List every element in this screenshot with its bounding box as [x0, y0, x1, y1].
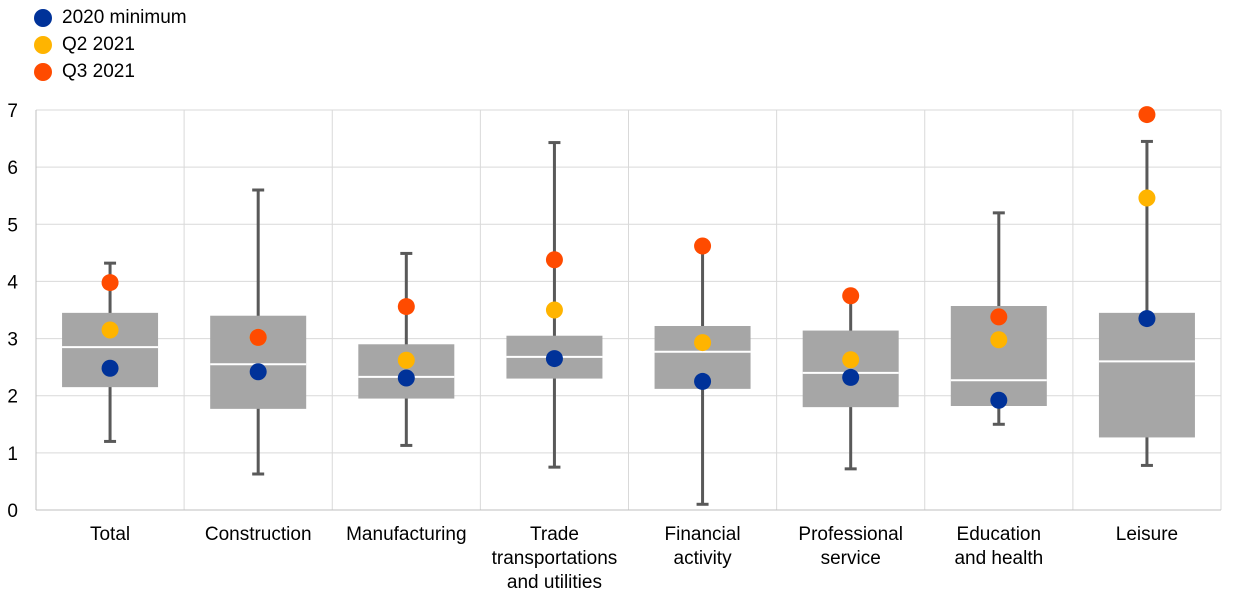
x-tick-label: Construction [205, 524, 312, 545]
x-tick-label: Education [957, 524, 1042, 545]
box [1098, 312, 1195, 438]
x-tick-label: Total [90, 524, 130, 545]
y-tick-label: 3 [7, 330, 18, 351]
x-tick-label: and health [954, 548, 1043, 569]
y-tick-label: 7 [7, 101, 18, 122]
point-q2-2021 [545, 301, 563, 319]
x-tick-label: Financial [665, 524, 741, 545]
legend-item-q3-2021: Q3 2021 [34, 58, 187, 85]
y-tick-label: 1 [7, 444, 18, 465]
point-q2-2021 [1138, 189, 1156, 207]
y-tick-label: 0 [7, 501, 18, 522]
point-2020-minimum [249, 363, 267, 381]
legend-marker-2020-minimum [34, 8, 52, 27]
x-tick-label: transportations [492, 548, 618, 569]
point-q3-2021 [1138, 106, 1156, 124]
legend-item-q2-2021: Q2 2021 [34, 31, 187, 58]
point-2020-minimum [990, 391, 1008, 409]
point-q3-2021 [694, 237, 712, 255]
point-2020-minimum [101, 359, 119, 377]
point-q3-2021 [842, 287, 860, 305]
y-tick-label: 6 [7, 158, 18, 179]
point-2020-minimum [694, 372, 712, 390]
x-tick-label: Manufacturing [346, 524, 466, 545]
point-q3-2021 [397, 298, 415, 316]
point-q2-2021 [397, 351, 415, 369]
point-2020-minimum [545, 350, 563, 368]
legend-label: Q2 2021 [62, 33, 135, 55]
x-tick-label: Trade [530, 524, 579, 545]
point-q3-2021 [545, 251, 563, 269]
legend-item-2020-minimum: 2020 minimum [34, 4, 187, 31]
point-2020-minimum [842, 368, 860, 386]
y-tick-label: 4 [7, 272, 18, 293]
point-q2-2021 [990, 331, 1008, 349]
legend-label: Q3 2021 [62, 60, 135, 82]
point-q2-2021 [694, 334, 712, 352]
legend-marker-q3-2021 [34, 62, 52, 81]
point-q3-2021 [249, 328, 267, 346]
x-tick-label: Professional [798, 524, 903, 545]
box [802, 330, 899, 408]
x-tick-label: activity [674, 548, 733, 569]
legend-label: 2020 minimum [62, 6, 187, 28]
point-q3-2021 [101, 274, 119, 292]
x-tick-label: and utilities [507, 572, 602, 593]
point-q2-2021 [101, 321, 119, 339]
point-2020-minimum [1138, 310, 1156, 328]
legend: 2020 minimum Q2 2021 Q3 2021 [34, 4, 187, 85]
legend-marker-q2-2021 [34, 35, 52, 54]
x-tick-label: service [821, 548, 881, 569]
x-tick-label: Leisure [1116, 524, 1178, 545]
point-q2-2021 [842, 351, 860, 369]
point-2020-minimum [397, 369, 415, 387]
y-tick-label: 2 [7, 387, 18, 408]
point-q3-2021 [990, 308, 1008, 326]
y-tick-label: 5 [7, 215, 18, 236]
